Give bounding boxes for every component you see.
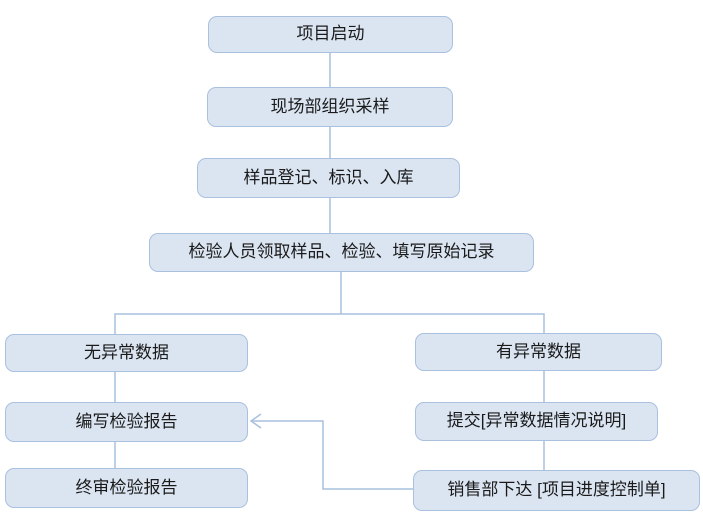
flow-node-final-review-report: 终审检验报告: [5, 468, 248, 508]
flow-node-sample-registration: 样品登记、标识、入库: [197, 158, 460, 198]
flow-node-field-sampling: 现场部组织采样: [207, 87, 453, 127]
flow-node-abnormal-data: 有异常数据: [415, 333, 662, 371]
flow-node-inspection-record: 检验人员领取样品、检验、填写原始记录: [149, 233, 534, 272]
flow-node-submit-abnormal-note: 提交[异常数据情况说明]: [415, 402, 658, 441]
edge-salesorder-to-writereport: [252, 420, 413, 490]
flow-node-project-start: 项目启动: [208, 16, 453, 53]
flow-node-write-report: 编写检验报告: [5, 402, 248, 442]
flow-node-no-abnormal-data: 无异常数据: [5, 334, 248, 372]
edge-branch-bar: [114, 313, 545, 334]
flow-node-sales-progress-order: 销售部下达 [项目进度控制单]: [413, 470, 700, 511]
arrowhead-left-icon: [249, 413, 262, 429]
